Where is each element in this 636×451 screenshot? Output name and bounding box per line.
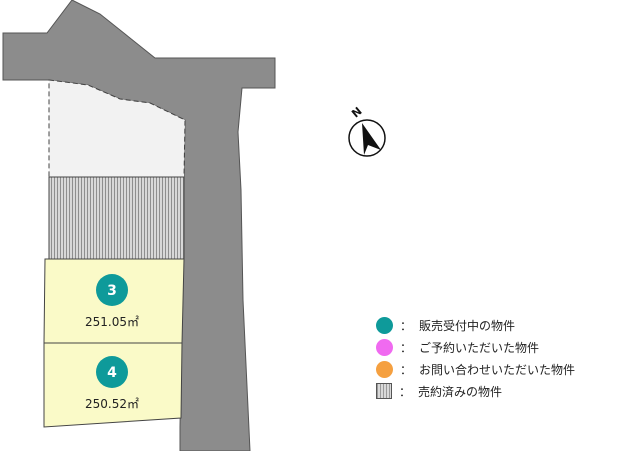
lot-4-number: 4	[107, 365, 117, 381]
pink-circle-icon	[376, 338, 393, 356]
sold-lot[interactable]	[48, 176, 185, 260]
legend-item-on-sale: ： 販売受付中の物件	[376, 315, 575, 335]
lot-3-area: 251.05㎡	[85, 315, 139, 329]
legend-label: ご予約いただいた物件	[419, 340, 540, 355]
orange-circle-icon	[376, 360, 393, 378]
hatch-square-icon	[376, 383, 392, 399]
legend-separator: ：	[399, 318, 412, 333]
legend-label: お問い合わせいただいた物件	[419, 362, 576, 377]
teal-circle-icon	[376, 316, 393, 334]
legend: ： 販売受付中の物件 ： ご予約いただいた物件 ： お問い合わせいただいた物件 …	[376, 315, 575, 403]
lot-4-badge	[96, 356, 128, 388]
legend-item-reserved: ： ご予約いただいた物件	[376, 337, 575, 357]
legend-label: 販売受付中の物件	[419, 318, 516, 333]
compass-icon	[348, 119, 386, 157]
compass-north-label: N	[349, 104, 364, 120]
legend-separator: ：	[398, 384, 411, 399]
legend-separator: ：	[399, 362, 412, 377]
lot-4-area: 250.52㎡	[85, 397, 139, 411]
lot-3-badge	[96, 274, 128, 306]
legend-label: 売約済みの物件	[418, 384, 503, 399]
lot-3-number: 3	[107, 283, 117, 299]
legend-item-inquired: ： お問い合わせいただいた物件	[376, 359, 575, 379]
legend-separator: ：	[399, 340, 412, 355]
legend-item-sold: ： 売約済みの物件	[376, 381, 575, 401]
